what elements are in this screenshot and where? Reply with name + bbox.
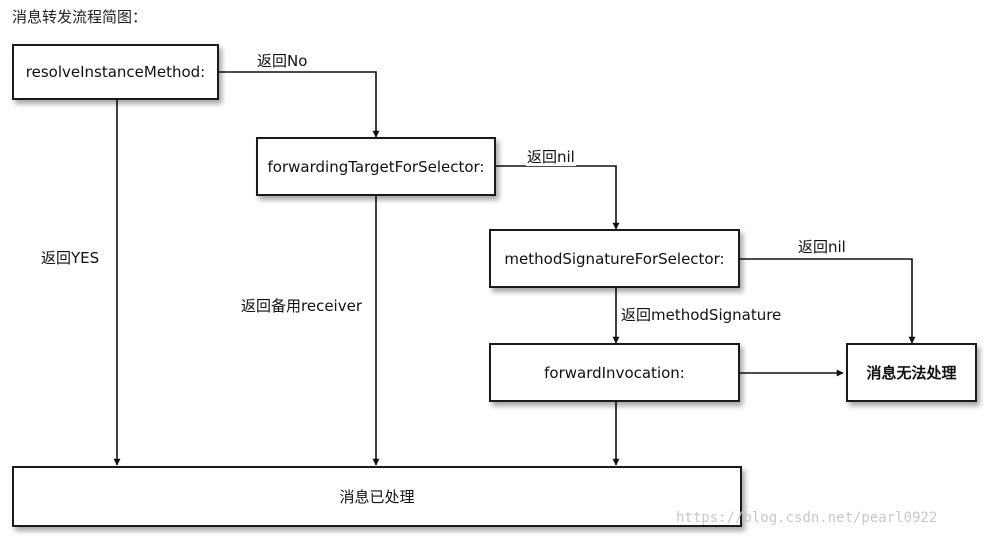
watermark-text: https://blog.csdn.net/pearl0922 bbox=[676, 510, 938, 526]
edge-signature-to-cannot bbox=[740, 258, 916, 344]
diagram-title: 消息转发流程简图： bbox=[12, 8, 148, 26]
node-label: methodSignatureForSelector: bbox=[504, 249, 725, 268]
node-label: resolveInstanceMethod: bbox=[25, 63, 206, 81]
edge-resolve-to-target bbox=[219, 71, 380, 138]
edge-target-to-signature bbox=[496, 165, 620, 230]
node-label: 消息无法处理 bbox=[866, 364, 957, 382]
node-forward-invocation: forwardInvocation: bbox=[489, 343, 740, 402]
node-resolve-instance-method: resolveInstanceMethod: bbox=[12, 44, 219, 100]
node-cannot-handle: 消息无法处理 bbox=[846, 343, 977, 402]
label-signature-ok: 返回methodSignature bbox=[620, 306, 783, 324]
node-label: forwardInvocation: bbox=[544, 363, 685, 382]
label-resolve-yes: 返回YES bbox=[40, 249, 101, 267]
label-target-nil: 返回nil bbox=[526, 148, 576, 166]
node-forwarding-target: forwardingTargetForSelector: bbox=[256, 137, 496, 196]
label-signature-nil: 返回nil bbox=[797, 238, 847, 256]
node-method-signature: methodSignatureForSelector: bbox=[489, 229, 740, 288]
node-label: forwardingTargetForSelector: bbox=[267, 157, 485, 176]
label-target-receiver: 返回备用receiver bbox=[240, 297, 363, 315]
node-label: 消息已处理 bbox=[339, 488, 415, 506]
node-handled: 消息已处理 bbox=[12, 466, 742, 527]
label-resolve-no: 返回No bbox=[256, 52, 309, 70]
